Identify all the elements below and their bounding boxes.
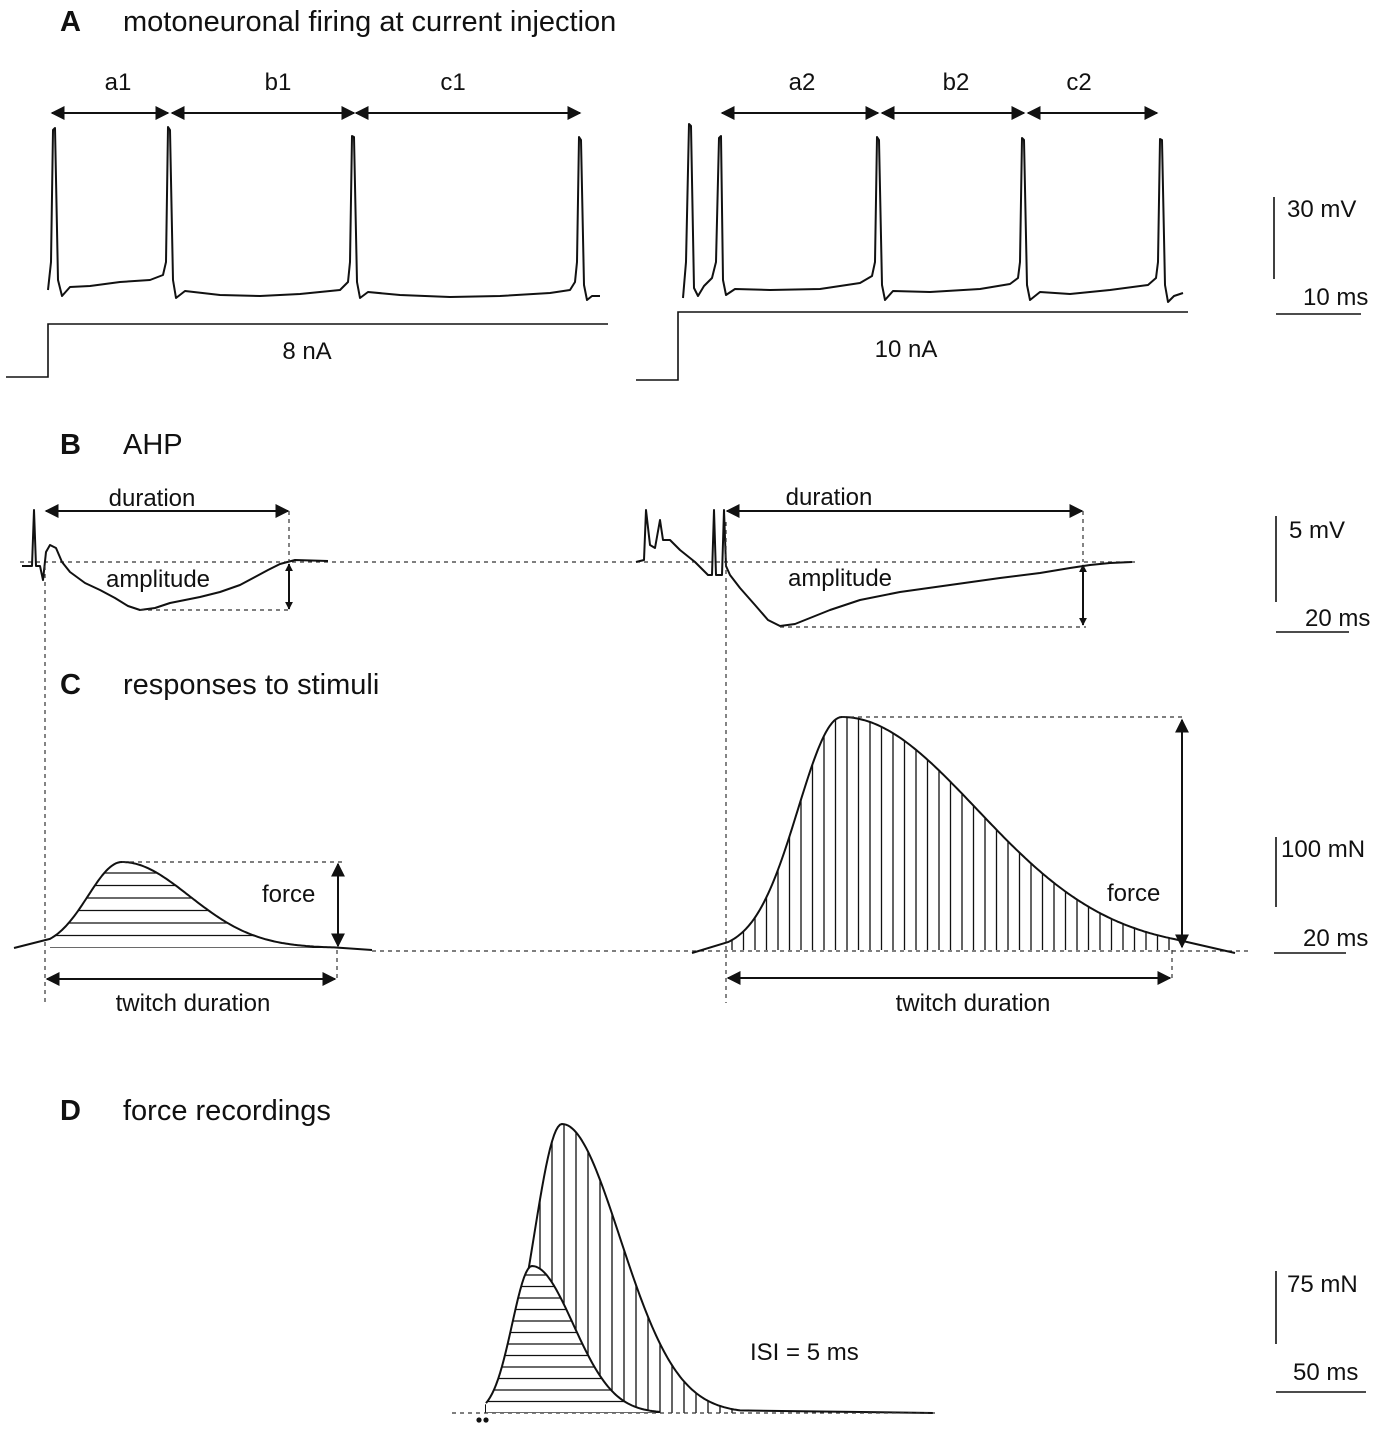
force-recording-small-curve bbox=[485, 1265, 661, 1413]
twitch-duration-label-right: twitch duration bbox=[896, 990, 1051, 1017]
scale-label-force-c: 100 mN bbox=[1281, 836, 1365, 863]
scale-label-force-d: 75 mN bbox=[1287, 1271, 1358, 1298]
panel-d-title: force recordings bbox=[123, 1095, 331, 1127]
force-recording-small bbox=[485, 1265, 661, 1413]
stimulus-dot-2 bbox=[483, 1417, 489, 1423]
panel-d-letter: D bbox=[60, 1095, 81, 1127]
interval-label-b1: b1 bbox=[265, 69, 292, 96]
isi-label: ISI = 5 ms bbox=[750, 1339, 859, 1366]
current-step-right bbox=[636, 311, 1188, 381]
ahp-trace-right bbox=[635, 509, 1133, 627]
twitch-left bbox=[13, 861, 373, 951]
interval-label-b2: b2 bbox=[943, 69, 970, 96]
membrane-trace-right bbox=[682, 123, 1184, 303]
twitch-right bbox=[691, 716, 1236, 954]
panel-b: B AHP duration amplitude duration amplit… bbox=[20, 429, 1370, 633]
panel-c-letter: C bbox=[60, 669, 81, 701]
current-label-left: 8 nA bbox=[282, 338, 331, 365]
current-label-right: 10 nA bbox=[875, 336, 938, 363]
scale-label-voltage-b: 5 mV bbox=[1289, 517, 1345, 544]
stimulus-dot-1 bbox=[476, 1417, 482, 1423]
panel-c-title: responses to stimuli bbox=[123, 669, 379, 701]
scale-label-time-c: 20 ms bbox=[1303, 925, 1368, 952]
duration-label-right: duration bbox=[786, 484, 873, 511]
twitch-right-curve bbox=[691, 716, 1236, 954]
panel-b-letter: B bbox=[60, 429, 81, 461]
panel-a-letter: A bbox=[60, 6, 81, 38]
amplitude-label-right: amplitude bbox=[788, 565, 892, 592]
interval-label-c1: c1 bbox=[440, 69, 465, 96]
interval-label-c2: c2 bbox=[1066, 69, 1091, 96]
scale-label-voltage-a: 30 mV bbox=[1287, 196, 1356, 223]
twitch-duration-label-left: twitch duration bbox=[116, 990, 271, 1017]
amplitude-label-left: amplitude bbox=[106, 566, 210, 593]
force-label-left: force bbox=[262, 881, 315, 908]
membrane-trace-left bbox=[47, 126, 600, 301]
force-label-right: force bbox=[1107, 880, 1160, 907]
current-step-left bbox=[6, 323, 608, 378]
interval-label-a1: a1 bbox=[105, 69, 132, 96]
scale-label-time-d: 50 ms bbox=[1293, 1359, 1358, 1386]
panel-c: C responses to stimuli force twitch dura… bbox=[13, 669, 1368, 1017]
scale-label-time-a: 10 ms bbox=[1303, 284, 1368, 311]
ahp-trace-left bbox=[22, 509, 329, 611]
panel-a-title: motoneuronal firing at current injection bbox=[123, 6, 616, 38]
panel-a: A motoneuronal firing at current injecti… bbox=[6, 6, 1368, 381]
panel-d: D force recordings ISI = 5 ms 75 mN 50 m… bbox=[60, 1095, 1366, 1423]
panel-b-title: AHP bbox=[123, 429, 183, 461]
scale-label-time-b: 20 ms bbox=[1305, 605, 1370, 632]
duration-label-left: duration bbox=[109, 485, 196, 512]
interval-label-a2: a2 bbox=[789, 69, 816, 96]
twitch-left-curve bbox=[13, 861, 373, 951]
